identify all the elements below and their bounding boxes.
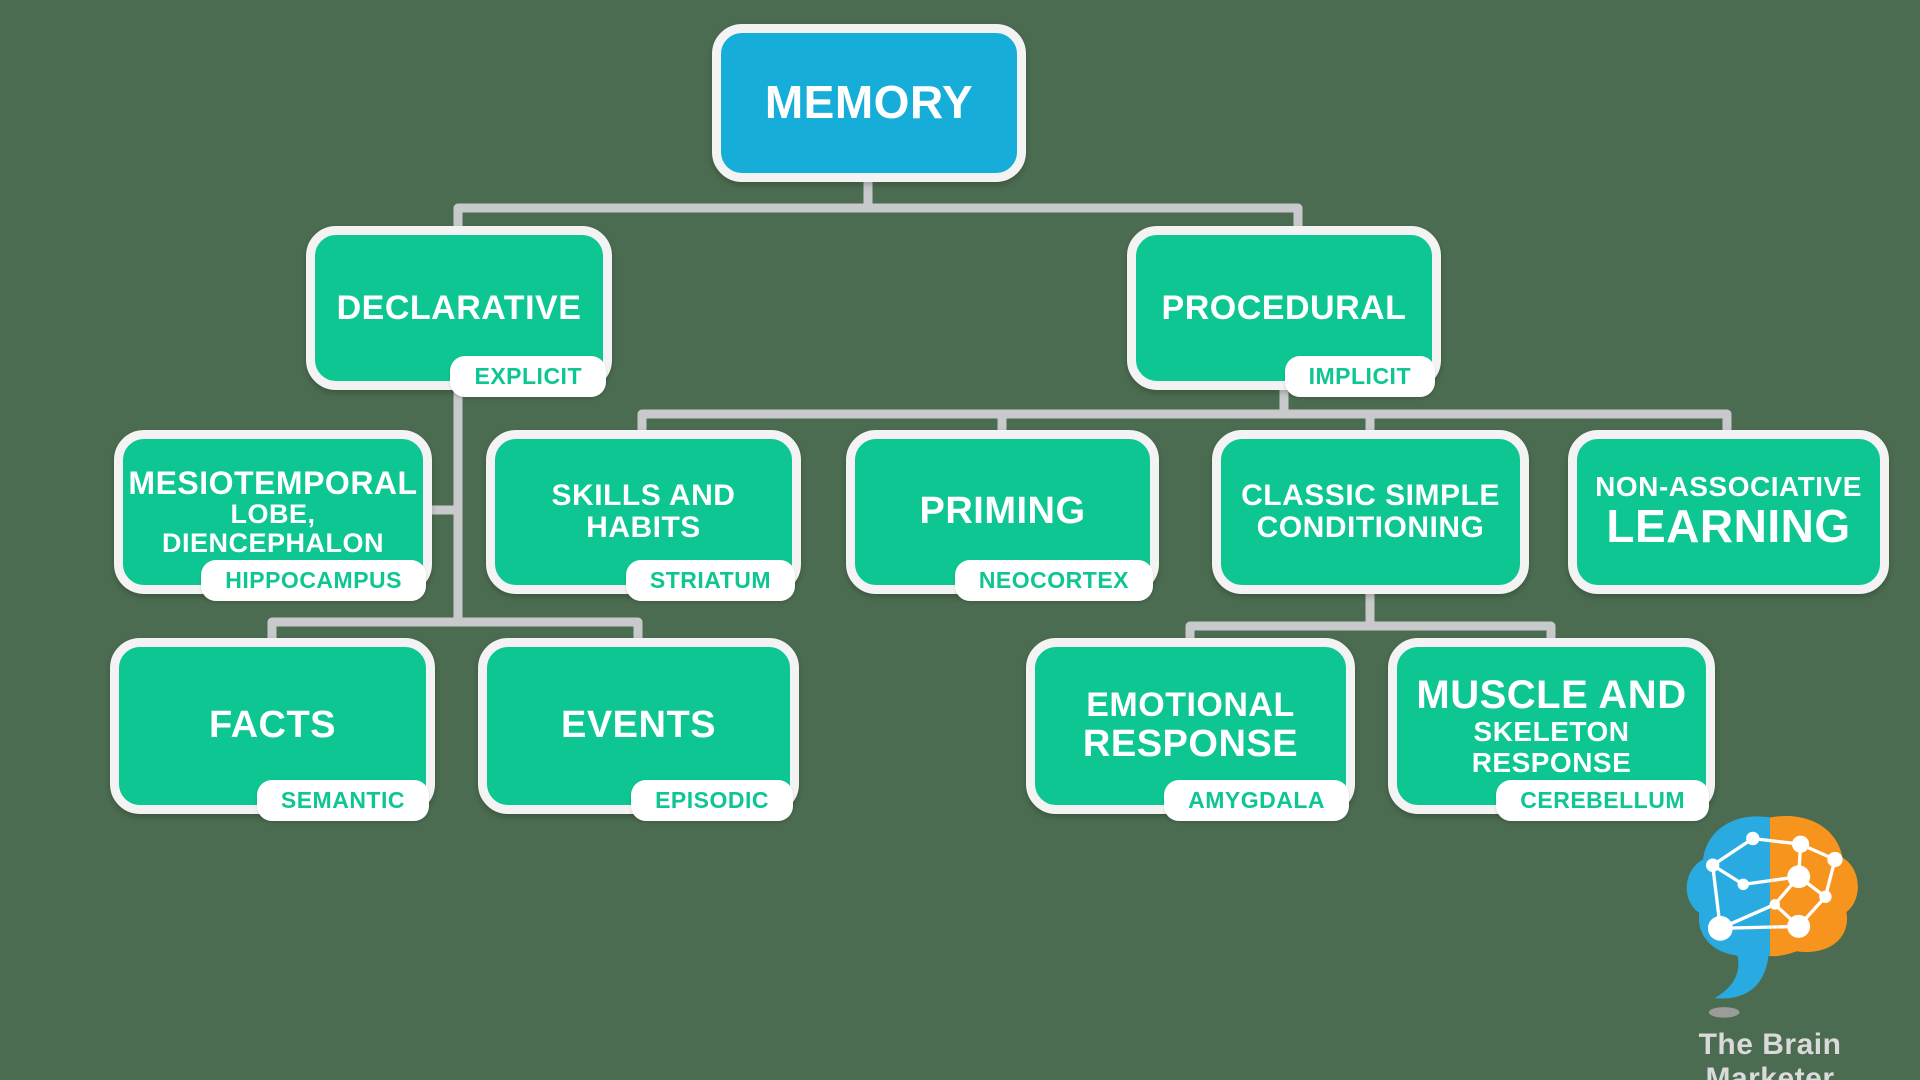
node-facts: FACTS SEMANTIC — [110, 638, 435, 821]
connector-row3-rail — [637, 409, 1732, 440]
node-memory: MEMORY — [712, 24, 1026, 182]
node-procedural: PROCEDURAL IMPLICIT — [1127, 226, 1441, 397]
node-memory-label: MEMORY — [764, 76, 974, 129]
node-mesiotemporal-line2: LOBE, DIENCEPHALON — [161, 499, 384, 559]
brand-logo: The Brain Marketer From Neuroscience to … — [1630, 806, 1910, 1080]
node-skills-label: SKILLS AND HABITS — [551, 478, 736, 544]
tag-semantic: SEMANTIC — [256, 780, 429, 821]
tag-episodic: EPISODIC — [631, 780, 793, 821]
node-classic-conditioning: CLASSIC SIMPLE CONDITIONING — [1212, 430, 1529, 594]
node-procedural-label: PROCEDURAL — [1161, 288, 1407, 327]
node-muscle-skeleton: MUSCLE AND SKELETON RESPONSE CEREBELLUM — [1388, 638, 1715, 821]
tag-cerebellum: CEREBELLUM — [1496, 780, 1709, 821]
node-nonassociative-line2: LEARNING — [1606, 500, 1851, 553]
node-classic-line1: CLASSIC SIMPLE — [1241, 478, 1500, 512]
node-events-label: EVENTS — [560, 704, 717, 747]
tag-explicit: EXPLICIT — [450, 356, 606, 397]
tag-implicit: IMPLICIT — [1284, 356, 1435, 397]
node-nonassociative: NON-ASSOCIATIVE LEARNING — [1568, 430, 1889, 594]
node-mesiotemporal-line1: MESIOTEMPORAL — [128, 464, 418, 501]
tag-amygdala: AMYGDALA — [1164, 780, 1349, 821]
node-emotional-response: EMOTIONAL RESPONSE AMYGDALA — [1026, 638, 1355, 821]
node-muscle-line1: MUSCLE AND — [1416, 673, 1687, 718]
node-emotional-line2: RESPONSE — [1082, 722, 1299, 765]
node-nonassociative-line1: NON-ASSOCIATIVE — [1595, 471, 1862, 503]
node-facts-label: FACTS — [208, 704, 337, 747]
node-priming: PRIMING NEOCORTEX — [846, 430, 1159, 601]
node-declarative: DECLARATIVE EXPLICIT — [306, 226, 612, 397]
node-muscle-line2: SKELETON RESPONSE — [1471, 716, 1632, 778]
connector-top-rail — [453, 203, 1303, 236]
node-emotional-line1: EMOTIONAL — [1086, 686, 1295, 725]
node-mesiotemporal: MESIOTEMPORAL LOBE, DIENCEPHALON HIPPOCA… — [114, 430, 432, 601]
brand-name: The Brain Marketer — [1698, 1028, 1842, 1080]
node-events: EVENTS EPISODIC — [478, 638, 799, 821]
connector-facts-events-rail — [267, 617, 643, 648]
brain-logo-icon — [1686, 815, 1858, 1018]
node-skills: SKILLS AND HABITS STRIATUM — [486, 430, 801, 601]
node-declarative-label: DECLARATIVE — [336, 288, 582, 327]
tag-hippocampus: HIPPOCAMPUS — [201, 560, 426, 601]
node-priming-label: PRIMING — [919, 490, 1086, 533]
node-classic-line2: CONDITIONING — [1256, 511, 1485, 544]
tag-neocortex: NEOCORTEX — [954, 560, 1153, 601]
tag-striatum: STRIATUM — [625, 560, 795, 601]
